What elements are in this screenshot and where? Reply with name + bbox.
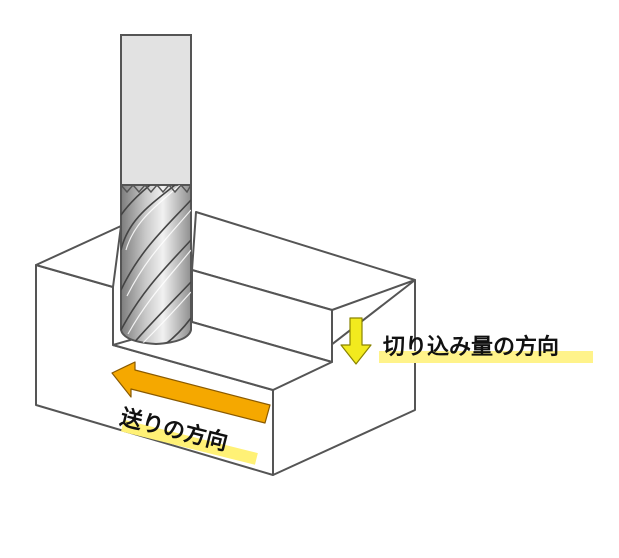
depth-of-cut-label: 切り込み量の方向 [379, 334, 593, 363]
arrow-left-icon [111, 361, 271, 424]
depth-label-highlight [379, 351, 593, 363]
tool-flutes [120, 184, 192, 346]
feed-label-highlight [121, 419, 258, 465]
end-mill-icon [120, 34, 192, 346]
workpiece-top-left [35, 225, 122, 288]
arrow-down-icon [340, 317, 372, 365]
tool-shank [120, 34, 192, 186]
depth-of-cut-direction-text: 切り込み量の方向 [383, 334, 559, 360]
workpiece-block [35, 211, 416, 476]
